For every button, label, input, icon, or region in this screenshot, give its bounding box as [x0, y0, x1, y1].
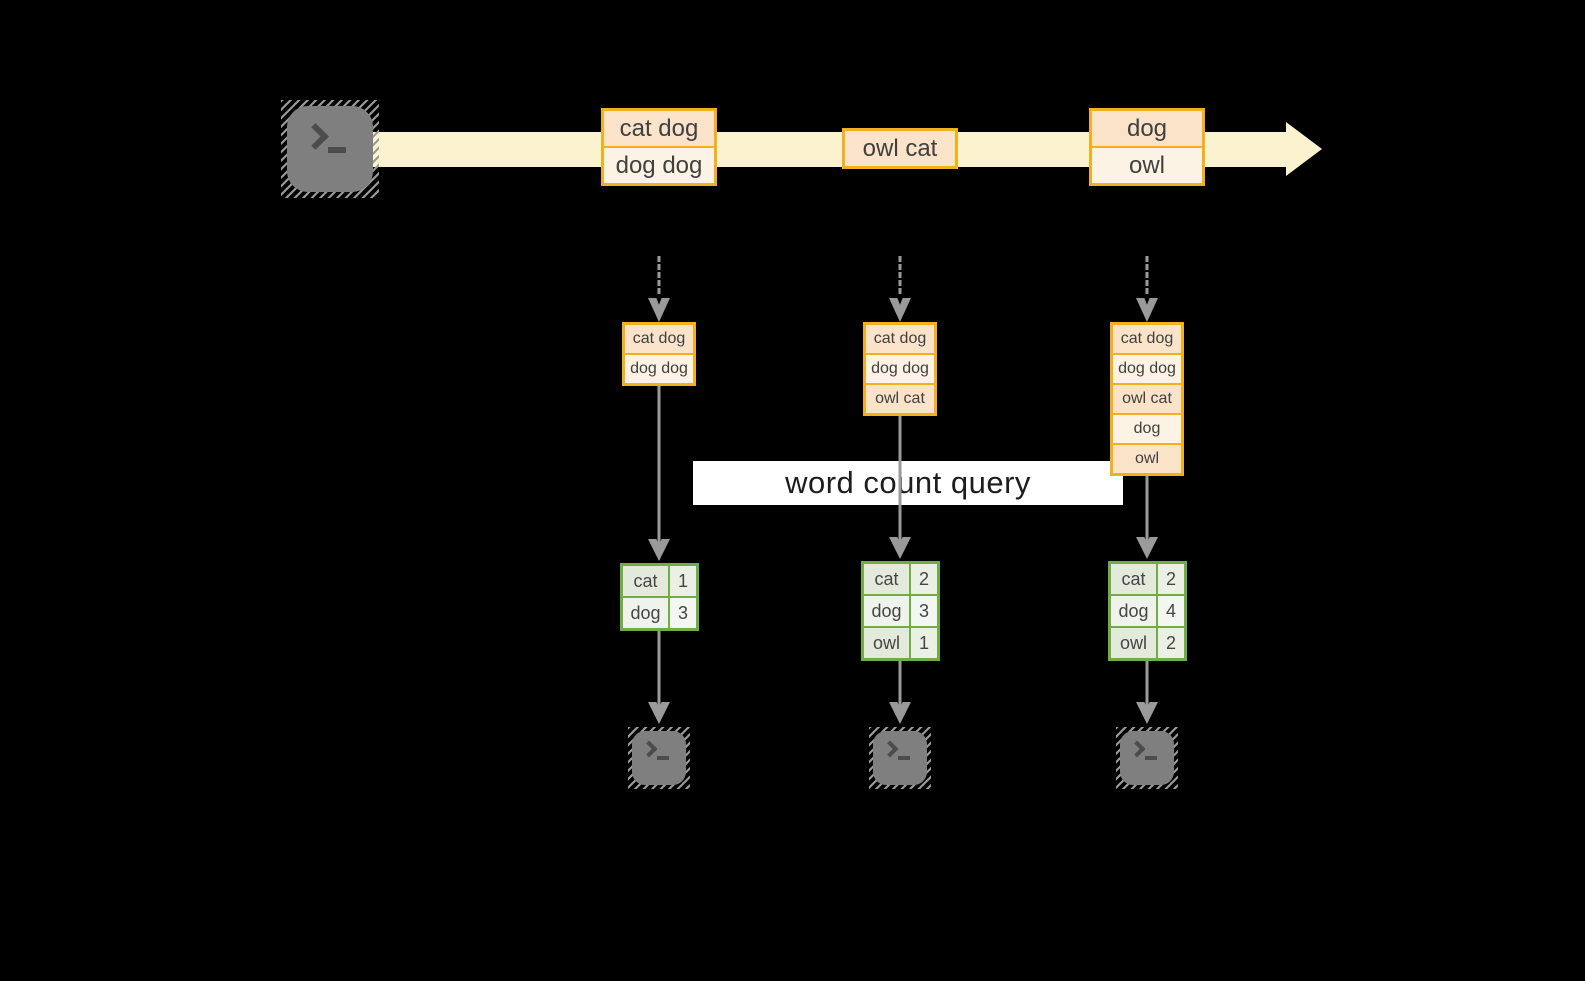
count-word: cat	[864, 564, 909, 594]
count-word: cat	[1111, 564, 1156, 594]
arrow-stem	[657, 631, 661, 710]
stream-event-batch-2: owl cat	[842, 128, 958, 169]
prompt-underscore-icon	[897, 755, 910, 760]
ingest-arrow-icon	[889, 256, 911, 322]
sink-terminal-icon-3	[1116, 727, 1178, 789]
count-value: 2	[1158, 628, 1184, 658]
stream-record: owl	[1092, 148, 1202, 183]
record-buffer-2: cat dog dog dog owl cat	[863, 322, 937, 416]
count-value: 2	[1158, 564, 1184, 594]
arrow-stem	[657, 386, 661, 547]
count-value: 3	[911, 596, 937, 626]
arrow-stem	[657, 256, 661, 294]
buffer-record: cat dog	[866, 325, 934, 353]
arrow-stem	[1145, 476, 1149, 545]
arrow-stem	[1145, 661, 1149, 710]
buffer-record: cat dog	[625, 325, 693, 353]
stream-record: dog	[1092, 111, 1202, 146]
prompt-underscore-icon	[656, 755, 669, 760]
output-arrow-icon	[648, 631, 670, 724]
record-buffer-1: cat dog dog dog	[622, 322, 696, 386]
count-word: dog	[623, 598, 668, 628]
sink-terminal-icon-1	[628, 727, 690, 789]
terminal-body	[872, 730, 928, 786]
stream-record: dog dog	[604, 148, 714, 183]
count-value: 3	[670, 598, 696, 628]
query-arrow-icon	[889, 416, 911, 559]
buffer-record: dog dog	[625, 355, 693, 383]
query-banner: word count query	[693, 461, 1123, 505]
prompt-chevron-icon	[1128, 740, 1146, 758]
stream-event-batch-1: cat dog dog dog	[601, 108, 717, 186]
count-word: owl	[864, 628, 909, 658]
stream-record: cat dog	[604, 111, 714, 146]
arrow-head	[648, 298, 670, 322]
arrow-stem	[898, 661, 902, 710]
count-word: dog	[864, 596, 909, 626]
query-arrow-icon	[648, 386, 670, 561]
arrow-stem	[1145, 256, 1149, 294]
query-banner-label: word count query	[785, 465, 1031, 500]
query-arrow-icon	[1136, 476, 1158, 559]
stream-event-batch-3: dog owl	[1089, 108, 1205, 186]
output-arrow-icon	[889, 661, 911, 724]
count-table-1: cat 1 dog 3	[620, 563, 699, 631]
count-value: 2	[911, 564, 937, 594]
count-word: dog	[1111, 596, 1156, 626]
arrow-stem	[898, 416, 902, 545]
buffer-record: owl	[1113, 445, 1181, 473]
buffer-record: dog dog	[1113, 355, 1181, 383]
prompt-underscore-icon	[1144, 755, 1157, 760]
count-table-2: cat 2 dog 3 owl 1	[861, 561, 940, 661]
arrow-stem	[898, 256, 902, 294]
record-buffer-3: cat dog dog dog owl cat dog owl	[1110, 322, 1184, 476]
buffer-record: owl cat	[1113, 385, 1181, 413]
count-word: cat	[623, 566, 668, 596]
count-value: 1	[911, 628, 937, 658]
source-terminal-icon	[281, 100, 379, 198]
terminal-body	[286, 105, 374, 193]
terminal-body	[631, 730, 687, 786]
buffer-record: dog dog	[866, 355, 934, 383]
arrow-head	[889, 298, 911, 322]
output-arrow-icon	[1136, 661, 1158, 724]
ingest-arrow-icon	[648, 256, 670, 322]
prompt-chevron-icon	[301, 122, 329, 150]
prompt-underscore-icon	[328, 147, 347, 154]
buffer-record: cat dog	[1113, 325, 1181, 353]
count-value: 4	[1158, 596, 1184, 626]
sink-terminal-icon-2	[869, 727, 931, 789]
count-value: 1	[670, 566, 696, 596]
ingest-arrow-icon	[1136, 256, 1158, 322]
stream-record: owl cat	[845, 131, 955, 166]
stream-arrowhead-icon	[1286, 122, 1322, 176]
count-table-3: cat 2 dog 4 owl 2	[1108, 561, 1187, 661]
prompt-chevron-icon	[640, 740, 658, 758]
count-word: owl	[1111, 628, 1156, 658]
terminal-body	[1119, 730, 1175, 786]
prompt-chevron-icon	[881, 740, 899, 758]
buffer-record: dog	[1113, 415, 1181, 443]
buffer-record: owl cat	[866, 385, 934, 413]
arrow-head	[1136, 298, 1158, 322]
